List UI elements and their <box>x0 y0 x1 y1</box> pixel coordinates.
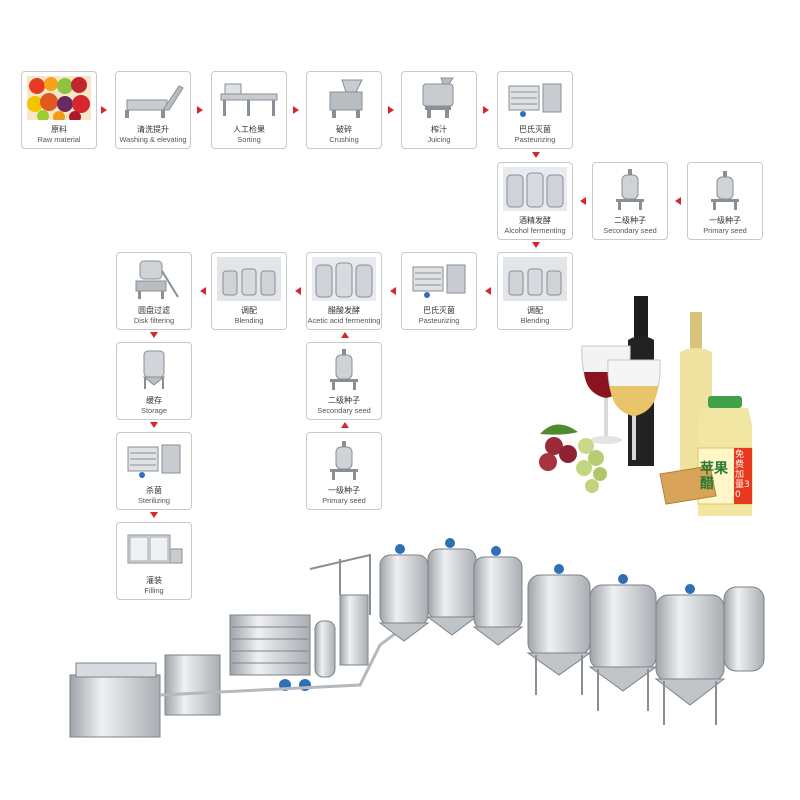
arrow-down-icon <box>532 242 540 248</box>
arrow-left-icon <box>485 287 491 295</box>
step-primary-seed-1: 一级种子 Primary seed <box>687 162 763 240</box>
step-label-en: Primary seed <box>703 226 747 235</box>
step-label-en: Storage <box>141 406 167 415</box>
step-label-cn: 灌装 <box>146 576 162 585</box>
grapes-icon <box>539 424 607 493</box>
step-juicing: 榨汁 Juicing <box>401 71 477 149</box>
step-filling: 灌装 Filling <box>116 522 192 600</box>
seed-tank-image <box>616 169 644 210</box>
product-photo <box>539 296 753 516</box>
arrow-left-icon <box>295 287 301 295</box>
arrow-right-icon <box>483 106 489 114</box>
step-label-en: Acetic acid fermenting <box>307 316 381 325</box>
step-label-en: Raw material <box>37 135 81 144</box>
step-label-en: Sterilizing <box>137 496 171 505</box>
step-label-cn: 酒精发酵 <box>519 216 551 225</box>
pasteurizer-image <box>508 83 562 117</box>
step-label-cn: 破碎 <box>336 125 352 134</box>
step-blending-2: 调配 Blending <box>211 252 287 330</box>
production-line-illustration <box>69 538 765 738</box>
step-label-en: Disk filtering <box>133 316 175 325</box>
step-label-cn: 二级种子 <box>328 396 360 405</box>
step-label-en: Blending <box>520 316 550 325</box>
step-sterilizing: 杀菌 Sterilizing <box>116 432 192 510</box>
step-label-cn: 清洗提升 <box>137 125 169 134</box>
step-label-cn: 圆盘过滤 <box>138 306 170 315</box>
step-label-cn: 二级种子 <box>614 216 646 225</box>
step-washing: 清洗提升 Washing & elevating <box>115 71 191 149</box>
step-pasteurizing-1: 巴氏灭菌 Pasteurizing <box>497 71 573 149</box>
disk-filter-image <box>135 260 179 299</box>
seed-tank-image <box>711 171 739 210</box>
crusher-image <box>329 79 363 118</box>
step-label-en: Crushing <box>329 135 359 144</box>
step-label-cn: 一级种子 <box>709 216 741 225</box>
step-raw-material: 原料 Raw material <box>21 71 97 149</box>
arrow-right-icon <box>293 106 299 114</box>
step-label-en: Sorting <box>237 135 261 144</box>
fermentation-tanks-image <box>312 257 376 301</box>
step-label-cn: 调配 <box>241 306 257 315</box>
step-label-en: Blending <box>234 316 264 325</box>
step-crushing: 破碎 Crushing <box>306 71 382 149</box>
washing-machine-image <box>125 85 184 118</box>
sorting-conveyor-image <box>220 83 278 116</box>
arrow-right-icon <box>388 106 394 114</box>
step-label-cn: 调配 <box>527 306 543 315</box>
step-primary-seed-2: 一级种子 Primary seed <box>306 432 382 510</box>
arrow-down-icon <box>150 332 158 338</box>
seed-tank-image <box>330 349 358 390</box>
step-label-en: Alcohol fermenting <box>504 226 566 235</box>
step-label-cn: 巴氏灭菌 <box>423 306 455 315</box>
blending-tanks-image <box>217 257 281 301</box>
arrow-down-icon <box>532 152 540 158</box>
step-pasteurizing-2: 巴氏灭菌 Pasteurizing <box>401 252 477 330</box>
pasteurizer-image <box>412 264 466 298</box>
juicer-image <box>422 77 454 118</box>
arrow-left-icon <box>390 287 396 295</box>
step-disk-filtering: 圆盘过滤 Disk filtering <box>116 252 192 330</box>
arrow-left-icon <box>580 197 586 205</box>
fermentation-tanks-image <box>503 167 567 211</box>
blending-tanks-image <box>503 257 567 301</box>
arrow-right-icon <box>101 106 107 114</box>
step-label-en: Primary seed <box>322 496 366 505</box>
arrow-left-icon <box>200 287 206 295</box>
step-sorting: 人工检果 Sorting <box>211 71 287 149</box>
storage-tank-image <box>142 350 166 389</box>
filling-machine-image <box>127 534 183 564</box>
arrow-down-icon <box>150 512 158 518</box>
step-label-cn: 巴氏灭菌 <box>519 125 551 134</box>
step-blending-1: 调配 Blending <box>497 252 573 330</box>
step-label-cn: 人工检果 <box>233 125 265 134</box>
step-secondary-seed-1: 二级种子 Secondary seed <box>592 162 668 240</box>
arrow-up-icon <box>341 422 349 428</box>
step-acetic-fermenting: 醋酸发酵 Acetic acid fermenting <box>306 252 382 330</box>
step-storage: 缓存 Storage <box>116 342 192 420</box>
step-label-en: Secondary seed <box>603 226 657 235</box>
step-alcohol-fermenting: 酒精发酵 Alcohol fermenting <box>497 162 573 240</box>
step-label-en: Secondary seed <box>317 406 371 415</box>
arrow-left-icon <box>675 197 681 205</box>
step-label-en: Filling <box>144 586 164 595</box>
seed-tank-image <box>330 441 358 480</box>
arrow-down-icon <box>150 422 158 428</box>
step-label-en: Pasteurizing <box>514 135 556 144</box>
step-secondary-seed-2: 二级种子 Secondary seed <box>306 342 382 420</box>
product-promo-label: 免费加量30 <box>735 450 750 500</box>
step-label-cn: 醋酸发酵 <box>328 306 360 315</box>
step-label-cn: 原料 <box>51 125 67 134</box>
step-label-cn: 一级种子 <box>328 486 360 495</box>
step-label-cn: 杀菌 <box>146 486 162 495</box>
step-label-en: Pasteurizing <box>418 316 460 325</box>
arrow-up-icon <box>341 332 349 338</box>
fruit-image <box>27 76 91 120</box>
product-name-label: 苹果醋 <box>700 461 728 492</box>
step-label-en: Juicing <box>427 135 451 144</box>
arrow-right-icon <box>197 106 203 114</box>
step-label-cn: 缓存 <box>146 396 162 405</box>
step-label-en: Washing & elevating <box>119 135 187 144</box>
step-label-cn: 榨汁 <box>431 125 447 134</box>
sterilizer-image <box>127 444 181 478</box>
